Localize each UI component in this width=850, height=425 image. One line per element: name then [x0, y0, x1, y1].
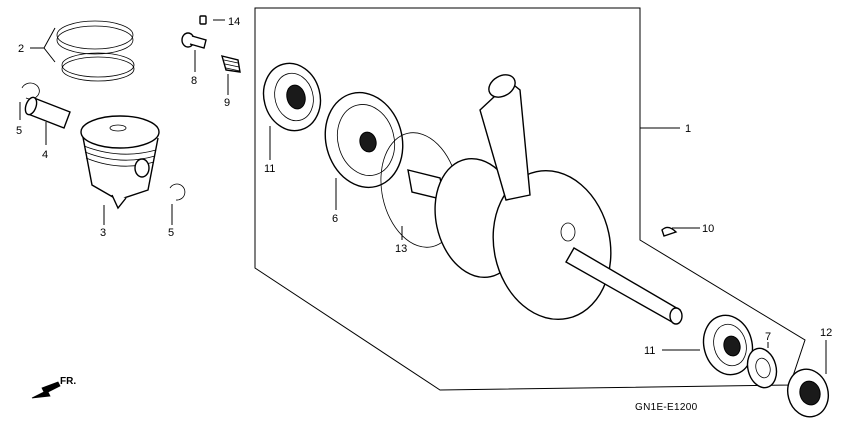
callout-1: 1 [685, 123, 691, 135]
callout-5-right: 5 [168, 227, 174, 239]
callout-10: 10 [702, 223, 714, 235]
forward-arrow-icon: FR. [31, 376, 76, 399]
callout-9: 9 [224, 97, 230, 109]
callout-7: 7 [765, 331, 771, 343]
callout-4: 4 [42, 149, 48, 161]
callout-12: 12 [820, 327, 832, 339]
direction-label: FR. [60, 376, 76, 387]
callout-5-left: 5 [16, 125, 22, 137]
piston-pin-clip-left [21, 82, 40, 100]
piston-pin-clip-right [169, 183, 186, 201]
crankshaft-assembly-outline [254, 7, 806, 391]
oil-seal [787, 368, 829, 418]
piston-pin [24, 96, 71, 129]
callout-6: 6 [332, 213, 338, 225]
cover-plate [324, 91, 404, 189]
piston-rings [56, 20, 135, 82]
callout-11-left: 11 [264, 163, 275, 175]
callout-11-right: 11 [644, 345, 655, 357]
callout-3: 3 [100, 227, 106, 239]
woodruff-key [661, 226, 678, 237]
dowel-pin [199, 15, 207, 25]
crankshaft [407, 74, 683, 325]
callout-14: 14 [228, 16, 240, 28]
timing-gear [746, 347, 778, 389]
piston [80, 115, 160, 210]
bearing-left [262, 62, 322, 132]
bolt [181, 32, 207, 49]
diagram-code: GN1E-E1200 [635, 402, 698, 413]
bearing-right [702, 314, 754, 376]
callout-13: 13 [395, 243, 407, 255]
callout-2: 2 [18, 43, 24, 55]
spring [220, 55, 241, 73]
leader-lines [19, 19, 827, 374]
callout-8: 8 [191, 75, 197, 87]
